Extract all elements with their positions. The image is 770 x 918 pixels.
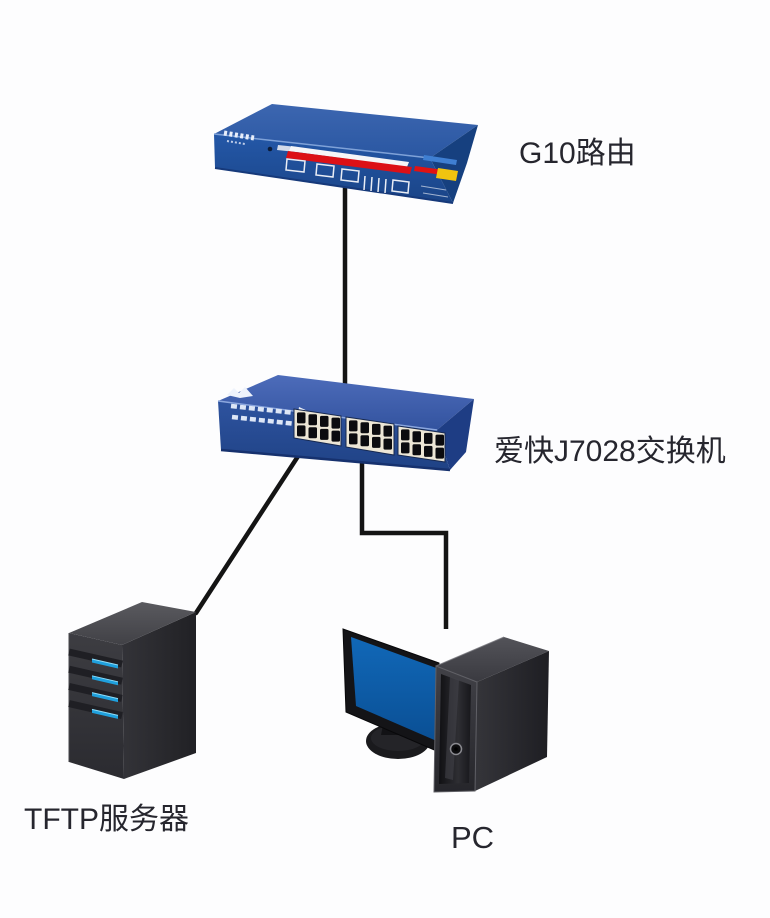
cables — [193, 185, 449, 629]
pc-tower-side-face — [475, 651, 549, 791]
server-bays — [68, 648, 123, 720]
router-top-face — [214, 104, 478, 158]
pc-tower-top-face — [436, 637, 549, 682]
router-device — [213, 104, 478, 204]
switch-side-face — [437, 399, 474, 470]
pc-tower-power-button-dot — [454, 747, 458, 751]
server-side-face — [122, 612, 196, 779]
tftp-server-device — [68, 602, 196, 779]
pc-tower-panel-reflection — [445, 677, 459, 780]
switch-port-holes — [297, 412, 444, 459]
switch-port-panels — [293, 408, 446, 463]
router-label: G10路由 — [519, 137, 636, 170]
pc-label: PC — [451, 820, 494, 855]
router-power-dot — [267, 146, 273, 152]
switch-label: 爱快J7028交换机 — [494, 435, 726, 468]
pc-tower-top-edge — [435, 636, 505, 667]
router-brand-logo-icon — [223, 130, 255, 145]
monitor-screen — [351, 637, 439, 742]
switch-port-panel-2 — [345, 416, 395, 456]
router-accent-red — [414, 166, 444, 175]
cable-switch-to-pc — [359, 455, 449, 629]
router-ports — [285, 158, 410, 194]
router-bottom-edge — [214, 167, 454, 204]
router-accent-yellow — [436, 168, 458, 181]
router-edge-highlight — [213, 133, 431, 159]
switch-bottom-edge — [220, 448, 451, 472]
server-top-face — [69, 602, 196, 645]
switch-port-panel-3 — [397, 425, 446, 463]
router-vents — [420, 185, 449, 198]
cable-switch-to-server — [193, 441, 309, 616]
router-stripe-red — [286, 151, 412, 174]
router-accent-blue — [423, 155, 457, 165]
pc-device — [342, 628, 549, 793]
tftp-server-label: TFTP服务器 — [24, 803, 189, 836]
switch-top-face — [218, 375, 474, 430]
switch-device — [217, 375, 474, 472]
router-stripe-white — [289, 146, 409, 167]
switch-port-panel-1 — [293, 408, 342, 447]
